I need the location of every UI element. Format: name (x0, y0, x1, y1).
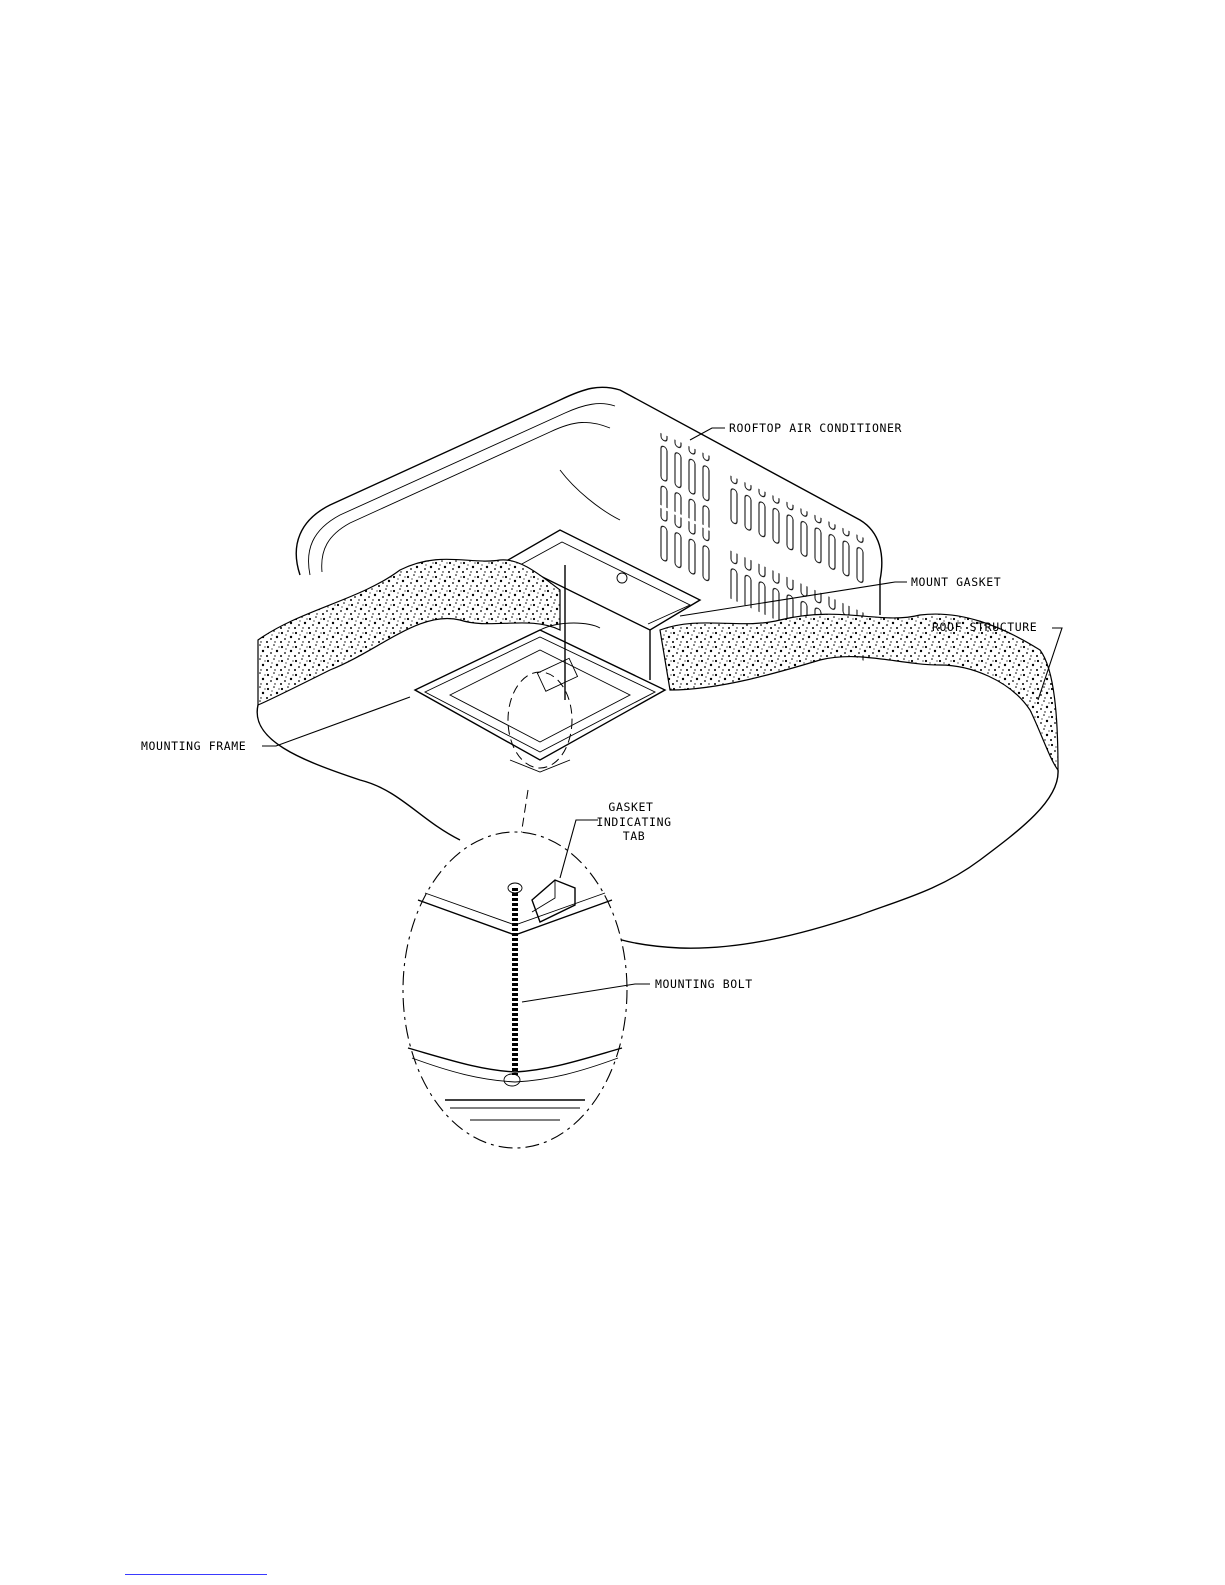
label-gasket-tab-line2: INDICATING (596, 815, 671, 829)
footer-link-underline[interactable] (125, 1574, 267, 1575)
label-gasket-tab-line1: GASKET (608, 800, 653, 814)
label-rooftop-air-conditioner: ROOFTOP AIR CONDITIONER (729, 421, 902, 435)
detail-callout-enlarged (403, 832, 627, 1148)
roof-structure (257, 559, 1058, 948)
mounting-frame (415, 623, 665, 772)
label-gasket-tab-line3: TAB (623, 829, 646, 843)
label-mount-gasket: MOUNT GASKET (911, 575, 1001, 589)
label-mounting-bolt: MOUNTING BOLT (655, 977, 753, 991)
detail-callout-small (508, 672, 572, 768)
label-mounting-frame: MOUNTING FRAME (141, 739, 246, 753)
label-roof-structure: ROOF STRUCTURE (932, 620, 1037, 634)
